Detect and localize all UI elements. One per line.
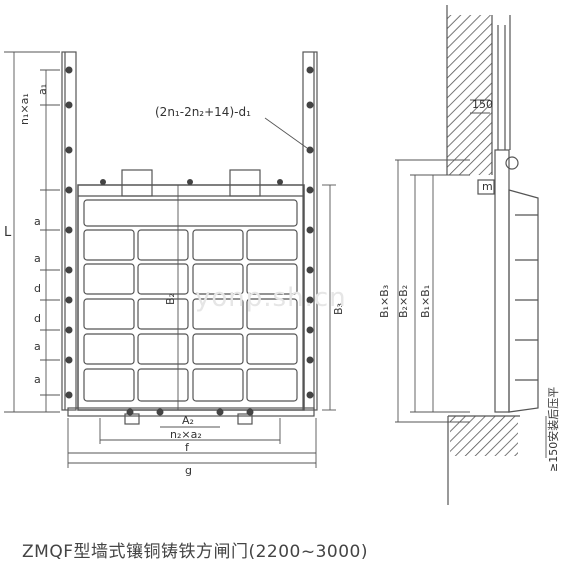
dim-a-label-4: a bbox=[34, 373, 41, 386]
dim-d-label-1: d bbox=[34, 282, 41, 295]
dim-L-label: L bbox=[4, 225, 12, 240]
dim-B2-label: B₂ bbox=[164, 293, 177, 305]
side-dimensions bbox=[395, 99, 547, 458]
bottom-sill bbox=[67, 407, 315, 417]
gate-grid bbox=[83, 199, 298, 402]
dim-B1B1-label: B₁×B₁ bbox=[419, 284, 432, 318]
bolt-holes bbox=[65, 66, 314, 416]
dim-f-label: f bbox=[185, 441, 189, 454]
dim-m-label: m bbox=[482, 180, 493, 193]
dim-d-label-2: d bbox=[34, 312, 41, 325]
hinge-icon bbox=[505, 156, 519, 170]
dim-a1-label: a₁ bbox=[36, 83, 49, 95]
wedge-box bbox=[477, 179, 495, 195]
concrete-wall bbox=[447, 15, 492, 175]
dim-a-label-2: a bbox=[34, 252, 41, 265]
side-frame bbox=[494, 149, 510, 413]
dim-a-label-3: a bbox=[34, 340, 41, 353]
gate-frame bbox=[77, 184, 305, 411]
left-guide-rail bbox=[61, 51, 77, 411]
right-guide-rail bbox=[302, 51, 318, 411]
dim-B2B2-label: B₂×B₂ bbox=[397, 284, 410, 318]
bolt-note-label: (2n₁-2n₂+14)-d₁ bbox=[155, 105, 251, 119]
dim-a-label-1: a bbox=[34, 215, 41, 228]
gate-leaf bbox=[508, 189, 539, 413]
lifting-lug-right bbox=[229, 169, 261, 197]
dim-A2-label: A₂ bbox=[182, 414, 194, 427]
dim-n2a2-label: n₂×a₂ bbox=[170, 428, 202, 441]
anchor-foot-right bbox=[237, 413, 253, 425]
figure-caption: ZMQF型墙式镶铜铸铁方闸门(2200~3000) bbox=[22, 542, 369, 562]
dim-150-top-label: 150 bbox=[472, 98, 493, 111]
dim-n1a1-label: n₁×a₁ bbox=[18, 93, 31, 125]
side-view bbox=[395, 5, 547, 505]
dim-150-bottom-label: ≥150安装后压平 bbox=[547, 386, 560, 472]
front-view bbox=[4, 51, 336, 468]
dim-B1B3-label: B₁×B₃ bbox=[378, 284, 391, 318]
dim-g-label: g bbox=[185, 464, 192, 477]
lifting-lug-left bbox=[121, 169, 153, 197]
front-dimensions bbox=[4, 51, 336, 468]
foundation bbox=[450, 416, 518, 456]
watermark: yonp.sh.cn bbox=[195, 283, 347, 313]
